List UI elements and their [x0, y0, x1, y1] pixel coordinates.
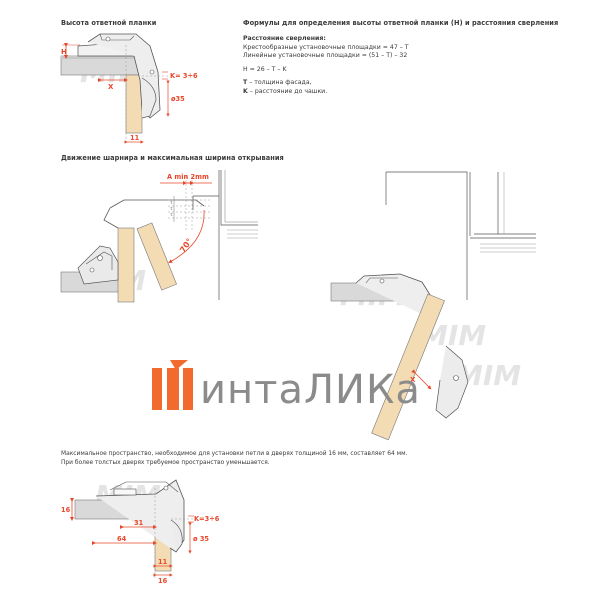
formula-block: Расстояние сверления: Крестообразные уст…: [243, 35, 409, 97]
right-hinge-drawing: X: [330, 171, 536, 441]
dim-t1-label: t: [170, 200, 173, 206]
formula-t-text: – толщина фасада,: [247, 79, 312, 87]
formula-t-key: T: [243, 79, 248, 87]
dim-bottom-16-label: 16: [158, 577, 168, 585]
formula-subtitle: Расстояние сверления:: [243, 35, 326, 42]
dim-k-label: K= 3÷6: [170, 72, 198, 80]
formula-k-text: – расстояние до чашки.: [247, 87, 328, 95]
logo-text: интаЛИКа: [200, 367, 421, 413]
dim-bottom-k-label: K=3÷6: [194, 515, 220, 523]
formula-k-key: K: [243, 87, 248, 95]
note-block: Максимальное пространство, необходимое д…: [61, 450, 407, 467]
dim-right-x-label: X: [410, 376, 416, 384]
dim-t2-label: t: [170, 206, 173, 212]
middle-hinge-drawing: t t t A min 2mm 70°: [60, 170, 258, 303]
logo-mark-icon: [152, 360, 193, 410]
formula-t-legend: T – толщина фасада,: [243, 79, 409, 88]
dim-11-label: 11: [130, 134, 140, 142]
dim-a-min-label: A min 2mm: [167, 173, 209, 181]
formula-k-legend: K – расстояние до чашки.: [243, 88, 409, 97]
dim-t3-label: t: [170, 212, 173, 218]
formula-h: H = 26 – T – K: [243, 65, 287, 73]
formula-line2: Линейные установочные площадки = (51 – T…: [243, 52, 408, 60]
section2-title: Формулы для определения высоты ответной …: [243, 19, 559, 27]
note-line2: При более толстых дверях требуемое прост…: [61, 459, 270, 466]
dim-bottom-11-label: 11: [158, 558, 168, 566]
dim-diameter-label: ø35: [171, 95, 185, 103]
dim-64-label: 64: [117, 535, 127, 543]
dim-31-label: 31: [134, 519, 144, 527]
logo: интаЛИКа: [152, 360, 421, 413]
watermarks: MIM MIM MIM MIM MIM MIM: [80, 56, 521, 512]
dim-bottom-diameter-label: ø 35: [193, 535, 209, 543]
dim-16-vertical-label: 16: [61, 506, 71, 514]
formula-line1: Крестообразные установочные площадки = 4…: [243, 43, 409, 51]
note-line1: Максимальное пространство, необходимое д…: [61, 451, 408, 457]
dim-h-label: H: [61, 48, 67, 56]
bottom-hinge-drawing: 16 31 64 K=3÷6 ø 35 11 16: [61, 479, 220, 585]
section3-title: Движение шарнира и максимальная ширина о…: [61, 154, 284, 162]
top-hinge-drawing: H X K= 3÷6 ø35 11: [60, 33, 198, 144]
dim-x-label: X: [108, 83, 114, 91]
section1-title: Высота ответной планки: [61, 19, 157, 27]
